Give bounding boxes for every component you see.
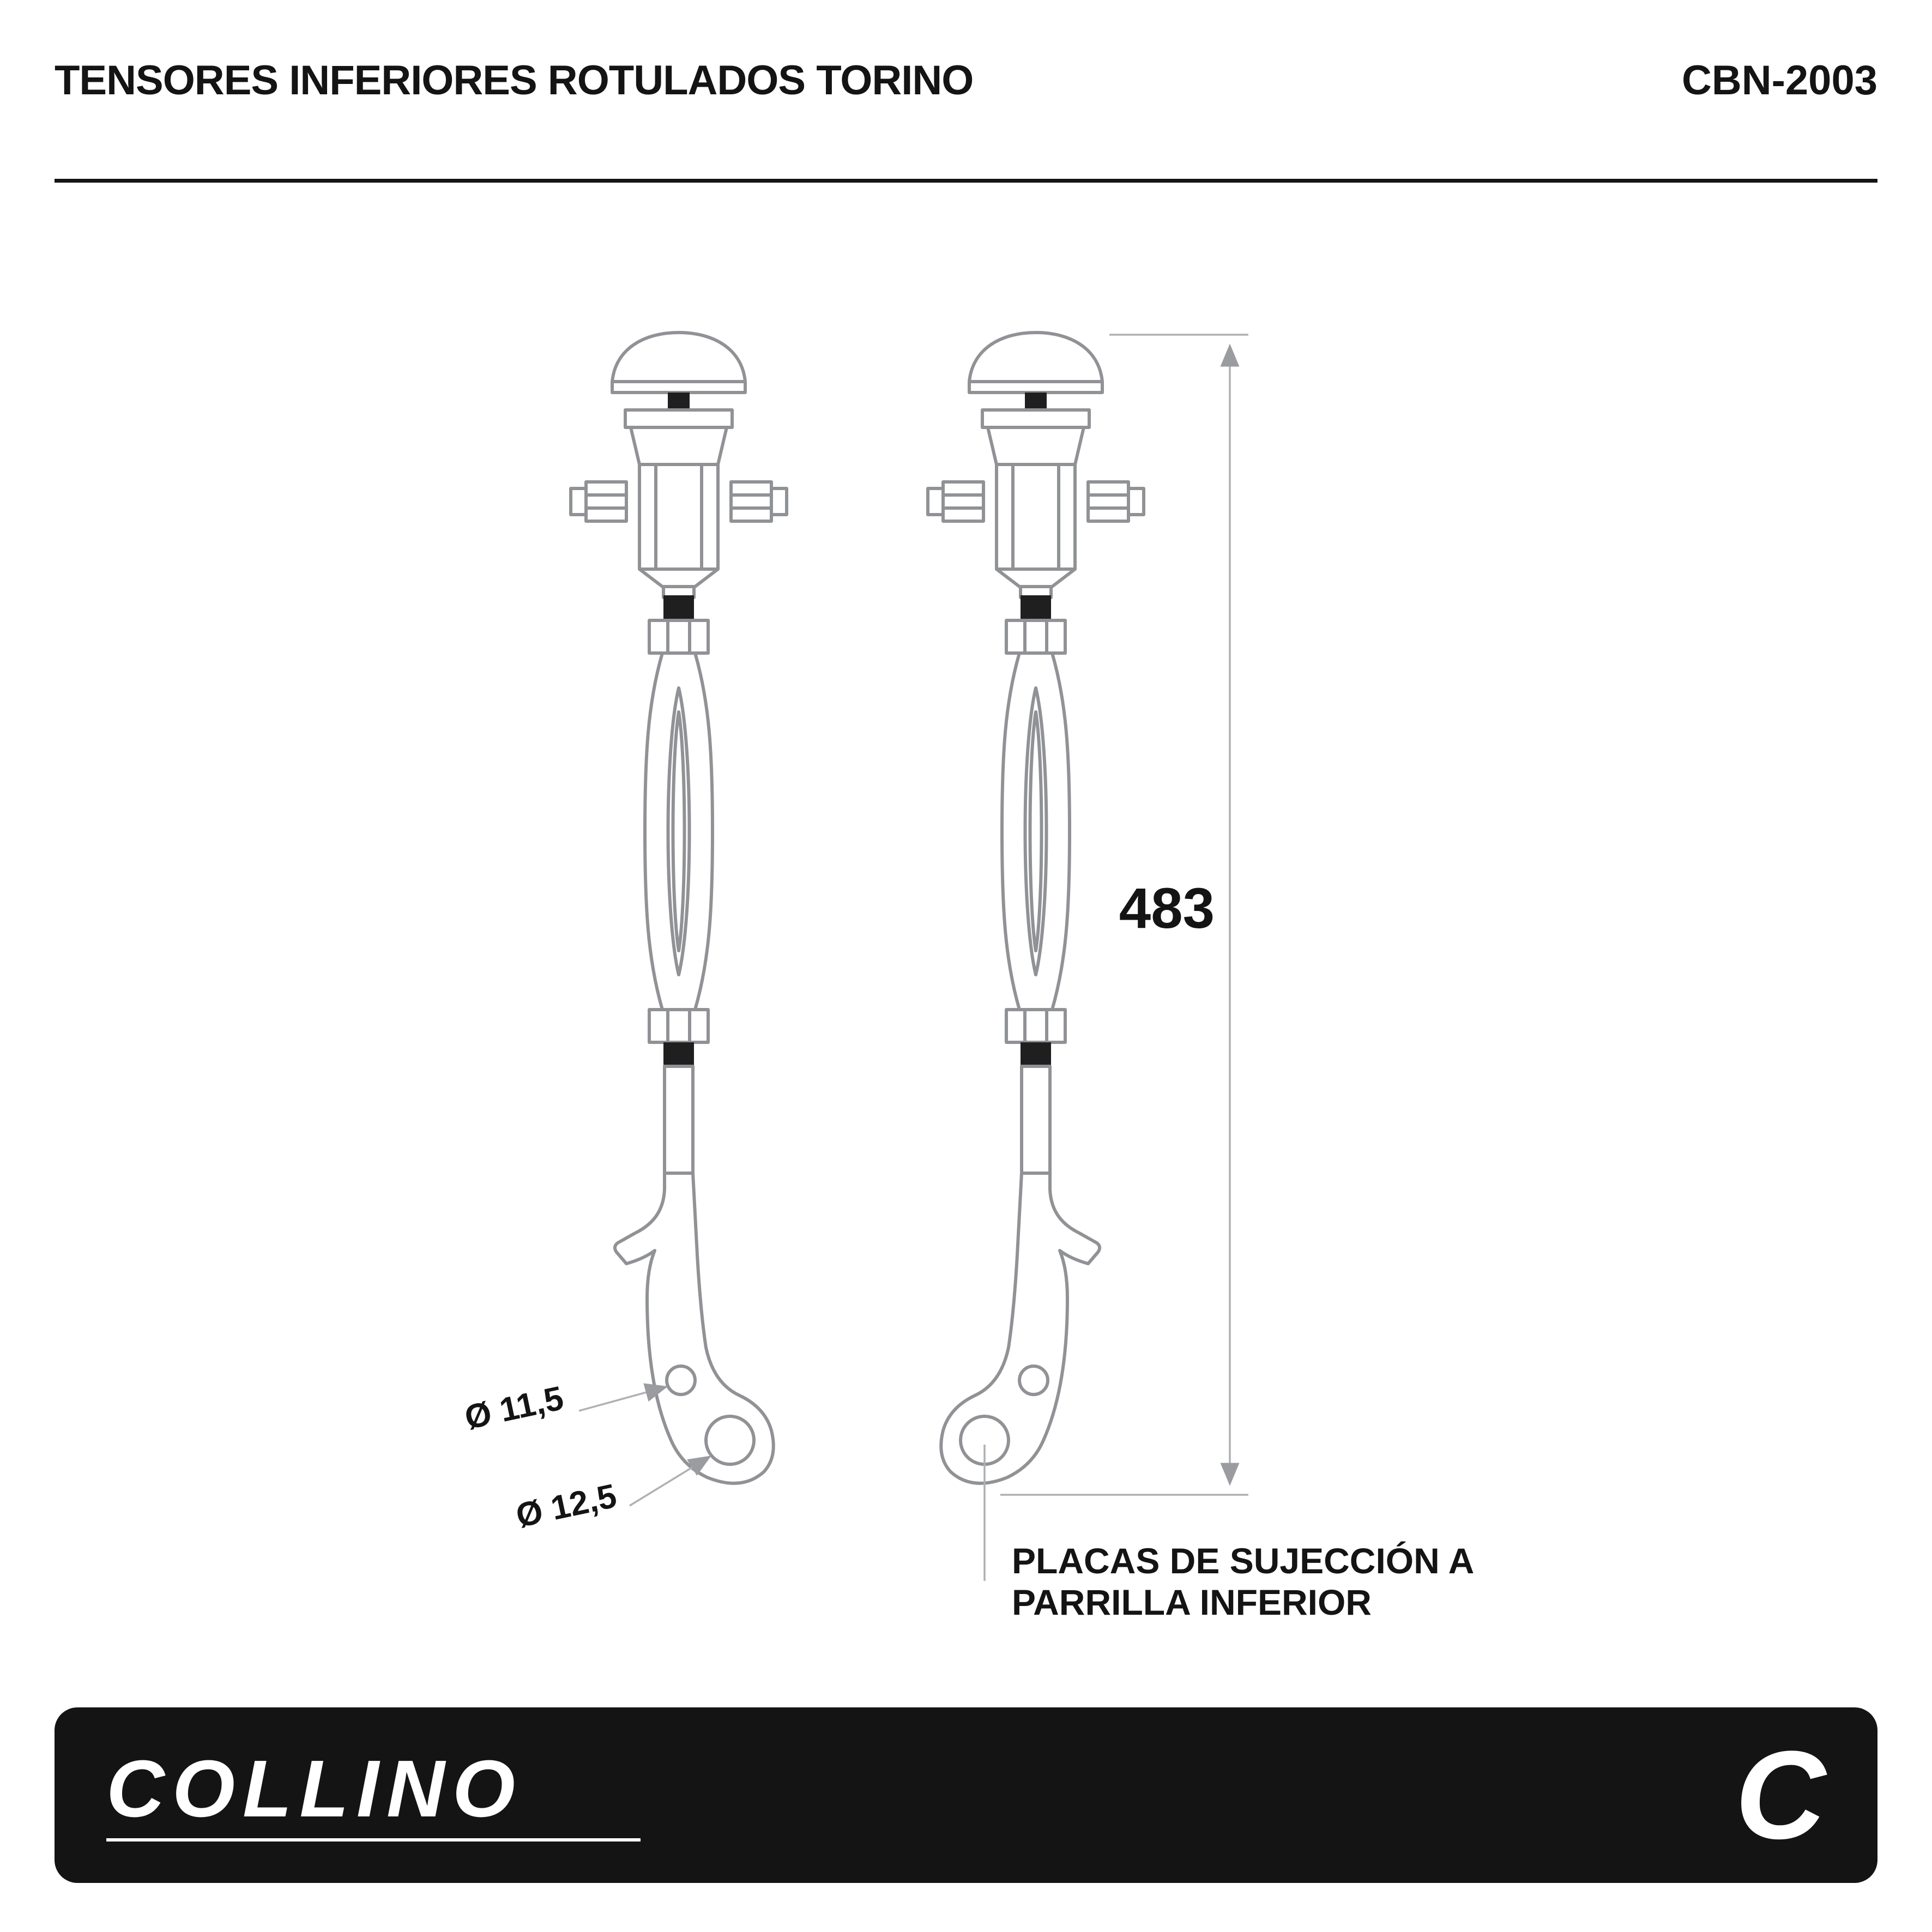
dimension-overall-length xyxy=(1000,334,1248,1496)
hole-callout-leaders xyxy=(578,1383,711,1507)
leader-small-hole xyxy=(578,1383,668,1412)
dimension-label: 483 xyxy=(1119,877,1215,940)
collino-c-logo: C xyxy=(1735,1725,1826,1865)
header-divider xyxy=(55,179,1877,183)
note-line2: PARRILLA INFERIOR xyxy=(1012,1582,1372,1622)
brand-underline xyxy=(106,1838,641,1842)
tensioner-left xyxy=(571,333,787,1483)
mount-note: PLACAS DE SUJECCIÓN A PARRILLA INFERIOR xyxy=(983,1445,1474,1622)
collino-wordmark: COLLINO xyxy=(106,1744,523,1834)
leader-large-hole xyxy=(629,1456,711,1507)
tensioner-right xyxy=(928,333,1144,1483)
header: TENSORES INFERIORES ROTULADOS TORINO CBN… xyxy=(55,60,1877,101)
note-line1: PLACAS DE SUJECCIÓN A xyxy=(1012,1541,1474,1581)
callout-small-hole: Ø 11,5 xyxy=(462,1379,567,1436)
footer-banner: COLLINO C xyxy=(55,1707,1877,1883)
brand-block: COLLINO xyxy=(106,1749,641,1842)
part-number: CBN-2003 xyxy=(1681,57,1877,104)
callout-large-hole: Ø 12,5 xyxy=(513,1477,620,1535)
page-title: TENSORES INFERIORES ROTULADOS TORINO xyxy=(55,57,974,104)
